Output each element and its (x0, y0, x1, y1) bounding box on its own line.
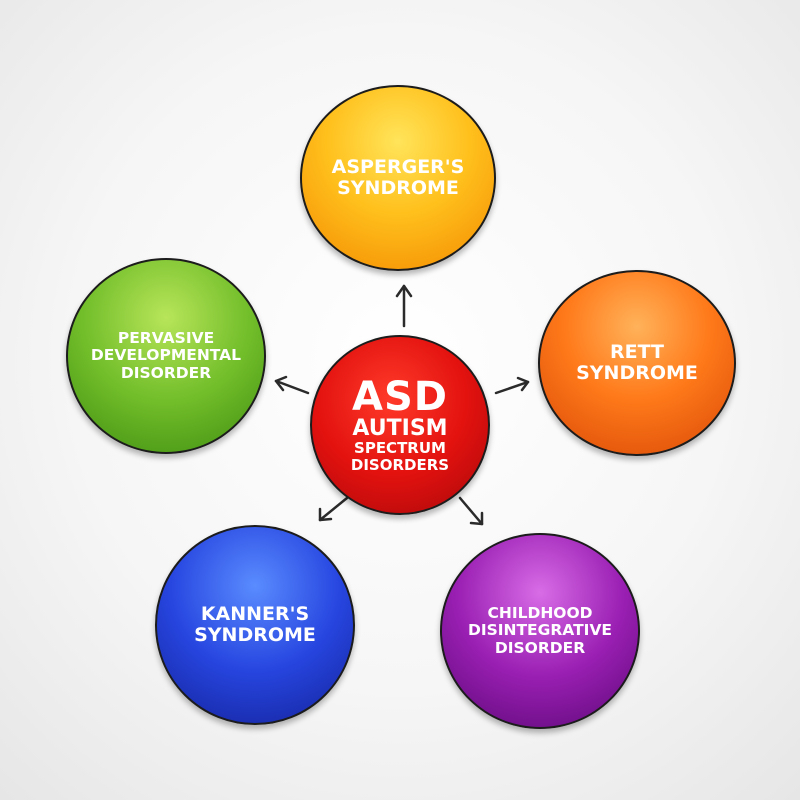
node-label-line: ASPERGER'S (331, 155, 465, 178)
center-line: SPECTRUM (354, 439, 446, 458)
node-label-line: SYNDROME (337, 177, 459, 199)
node-pervasive-developmental-disorder: PERVASIVE DEVELOPMENTAL DISORDER (66, 258, 266, 454)
center-line: DISORDERS (350, 455, 450, 474)
node-label-line: DISORDER (494, 638, 586, 657)
node-label-line: KANNER'S (200, 602, 310, 625)
arrow-to-bottom-left (318, 496, 349, 522)
arrow-to-bottom-right (458, 496, 484, 526)
center-line: AUTISM (352, 415, 448, 441)
node-label-line: PERVASIVE (117, 328, 215, 347)
node-childhood-disintegrative-disorder: CHILDHOOD DISINTEGRATIVE DISORDER (440, 533, 640, 729)
node-label-line: DISORDER (120, 363, 212, 382)
node-label-line: DISINTEGRATIVE (467, 621, 613, 640)
node-label-line: RETT (610, 340, 664, 363)
node-kanners-syndrome: KANNER'S SYNDROME (155, 525, 355, 725)
arrow-to-top (395, 284, 413, 328)
arrow-to-left (274, 375, 310, 395)
arrow-to-right (494, 376, 530, 395)
node-label-line: DEVELOPMENTAL (90, 346, 242, 365)
node-label-line: SYNDROME (194, 624, 316, 646)
center-acronym: ASD (352, 373, 448, 420)
node-asd-center: ASD AUTISM SPECTRUM DISORDERS (310, 335, 490, 515)
node-label-line: CHILDHOOD (487, 603, 593, 622)
node-rett-syndrome: RETT SYNDROME (538, 270, 736, 456)
node-label-line: SYNDROME (576, 362, 698, 384)
node-aspergers-syndrome: ASPERGER'S SYNDROME (300, 85, 496, 271)
